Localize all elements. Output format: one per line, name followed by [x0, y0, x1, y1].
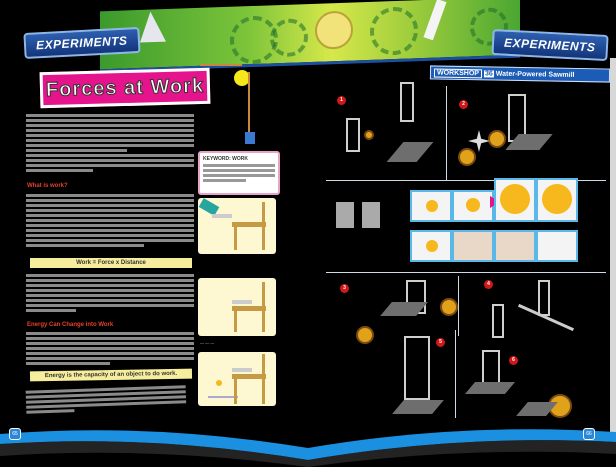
step-2-marker: 2 [459, 100, 468, 109]
water-wheel-icon [440, 298, 458, 316]
chair-illustration-3 [198, 352, 276, 406]
workshop-title: Water-Powered Sawmill [495, 70, 575, 79]
step-4-marker: 4 [484, 280, 493, 289]
body-text-block-4 [26, 330, 194, 367]
keyword-heading: KEYWORD: WORK [203, 156, 248, 162]
sailboat-illustration [140, 11, 166, 46]
page-number-left: 65 [9, 428, 21, 440]
step-3-marker: 3 [340, 284, 349, 293]
water-wheel-icon [458, 148, 476, 166]
rope-line [200, 64, 242, 66]
caption-2: — — — [200, 340, 215, 345]
photo-step-d [536, 178, 578, 222]
bottle-icon [232, 300, 252, 304]
formula-work: Work = Force x Distance [30, 258, 192, 268]
subassembly-label [335, 190, 375, 198]
light-icon [216, 380, 222, 386]
photo-step-c [494, 178, 536, 222]
body-text-block-1 [26, 112, 194, 174]
wheel-illustration [315, 10, 353, 50]
book-bottom-wave [0, 429, 616, 467]
gear-icon [270, 18, 308, 58]
workshop-label: WORKSHOP [433, 68, 483, 79]
frame-part [492, 304, 504, 338]
water-wheel-icon [356, 326, 374, 344]
chair-illustration-2 [198, 278, 276, 336]
subhead-energy-work: Energy Can Change into Work [27, 322, 114, 328]
frame-part [346, 118, 360, 152]
body-text-block-5 [25, 383, 187, 416]
chair-illustration-1 [198, 198, 276, 254]
page-number-right: 66 [583, 428, 595, 440]
frame-part [400, 82, 414, 122]
page-title-box: Forces at Work [39, 67, 211, 109]
rope-line [248, 72, 250, 136]
body-text-block-3 [26, 272, 194, 314]
gear-icon [370, 6, 418, 56]
pulley-icon [234, 70, 250, 86]
photo-step-g [494, 230, 536, 262]
photo-step-a [410, 190, 452, 222]
step-5-marker: 5 [436, 338, 445, 347]
step-6-marker: 6 [509, 356, 518, 365]
workshop-number: 36 [483, 70, 494, 78]
subhead-what-is-work: What is work? [27, 183, 68, 189]
frame-part [538, 280, 550, 316]
part-sheet [362, 202, 380, 228]
bottle-icon [232, 368, 252, 372]
bottle-illustration [423, 0, 447, 41]
frame-part [404, 336, 430, 400]
weight-bucket-icon [245, 132, 255, 144]
page-title: Forces at Work [45, 74, 205, 102]
photo-step-f [452, 230, 494, 262]
part-sheet [336, 202, 354, 228]
photo-step-b [452, 190, 494, 222]
photo-step-h [536, 230, 578, 262]
photo-step-e [410, 230, 452, 262]
body-text-block-2 [26, 192, 194, 249]
water-wheel-icon [488, 130, 506, 148]
step-1-marker: 1 [337, 96, 346, 105]
keyword-box: KEYWORD: WORK [198, 151, 280, 195]
